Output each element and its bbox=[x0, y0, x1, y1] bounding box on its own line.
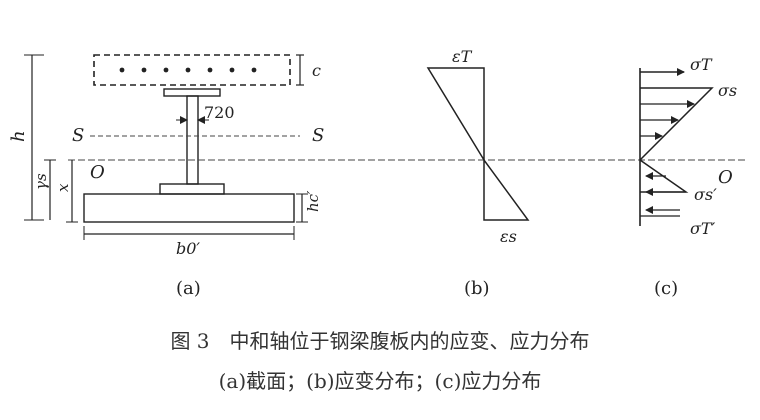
rebar-dots bbox=[119, 67, 257, 73]
concrete-slab bbox=[93, 54, 291, 86]
bottom-plate bbox=[83, 193, 295, 223]
sigma-t-label: σT bbox=[690, 55, 713, 74]
web-thickness-label: 720 bbox=[204, 103, 235, 122]
panel-a-label: (a) bbox=[176, 278, 201, 299]
s-left-label: S bbox=[72, 125, 84, 146]
eps-t-label: εT bbox=[452, 47, 473, 66]
top-flange bbox=[163, 88, 221, 97]
section-panel: c 720 S S O h γs x hc′ bbox=[8, 54, 745, 299]
sigma-t-prime-label: σT′ bbox=[690, 219, 716, 238]
stress-upper-triangle bbox=[639, 87, 714, 161]
x-label: x bbox=[54, 183, 72, 192]
stress-panel: σT σs O σs′ σT′ (c) bbox=[639, 55, 737, 299]
figure-caption-title: 图 3 中和轴位于钢梁腹板内的应变、应力分布 bbox=[170, 329, 589, 353]
steel-web bbox=[186, 95, 199, 185]
figure-caption-subtitle: (a)截面；(b)应变分布；(c)应力分布 bbox=[219, 369, 542, 393]
strain-top-triangle bbox=[426, 67, 485, 163]
panel-c-label: (c) bbox=[654, 278, 678, 299]
hc-label: hc′ bbox=[304, 190, 322, 212]
o-left-label: O bbox=[90, 162, 105, 183]
sigma-s-prime-label: σs′ bbox=[694, 185, 717, 204]
s-right-label: S bbox=[312, 125, 324, 146]
c-label: c bbox=[312, 61, 321, 80]
strain-panel: εT εs (b) bbox=[426, 47, 530, 299]
o-right-label: O bbox=[718, 167, 733, 188]
h-label: h bbox=[8, 130, 29, 142]
panel-b-label: (b) bbox=[464, 278, 490, 299]
b0-label: b0′ bbox=[176, 239, 200, 258]
ys-label: γs bbox=[32, 173, 50, 190]
strain-bottom-triangle bbox=[483, 157, 530, 221]
bottom-flange bbox=[159, 183, 225, 195]
eps-s-label: εs bbox=[500, 227, 517, 246]
sigma-s-label: σs bbox=[718, 81, 737, 100]
